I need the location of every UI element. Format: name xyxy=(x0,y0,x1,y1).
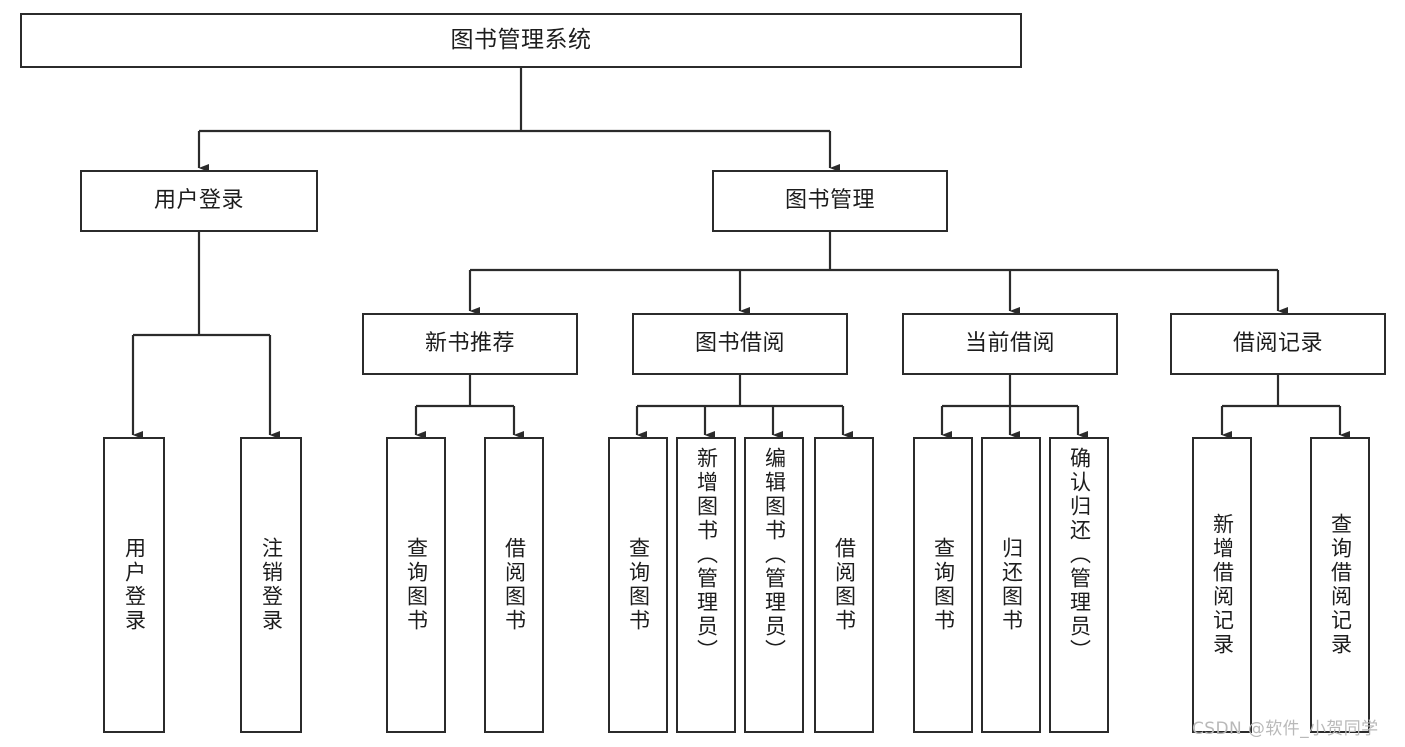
node-leaf-query-book-3[interactable]: 查询图书 xyxy=(913,437,973,733)
node-label: 借阅图书 xyxy=(502,537,527,633)
node-borrow-record[interactable]: 借阅记录 xyxy=(1170,313,1386,375)
node-leaf-logout[interactable]: 注销登录 xyxy=(240,437,302,733)
node-label: 查询借阅记录 xyxy=(1328,513,1353,657)
node-label: 新增借阅记录 xyxy=(1210,513,1235,657)
node-leaf-query-record[interactable]: 查询借阅记录 xyxy=(1310,437,1370,733)
node-label: 查询图书 xyxy=(931,537,956,633)
node-label: 用户登录 xyxy=(122,537,147,633)
node-label: 当前借阅 xyxy=(964,330,1055,356)
node-current-borrow[interactable]: 当前借阅 xyxy=(902,313,1118,375)
node-label: 借阅记录 xyxy=(1232,330,1323,356)
csdn-watermark: CSDN @软件_小贺同学 xyxy=(1192,719,1379,739)
node-label: 归还图书 xyxy=(999,537,1024,633)
node-leaf-user-login[interactable]: 用户登录 xyxy=(103,437,165,733)
node-leaf-borrow-book-2[interactable]: 借阅图书 xyxy=(814,437,874,733)
node-label: 图书借阅 xyxy=(694,330,785,356)
node-leaf-add-record[interactable]: 新增借阅记录 xyxy=(1192,437,1252,733)
node-leaf-add-book[interactable]: 新增图书（管理员） xyxy=(676,437,736,733)
node-leaf-query-book-1[interactable]: 查询图书 xyxy=(386,437,446,733)
node-leaf-borrow-book-1[interactable]: 借阅图书 xyxy=(484,437,544,733)
node-new-book-recommend[interactable]: 新书推荐 xyxy=(362,313,578,375)
node-label: 图书管理系统 xyxy=(450,26,592,53)
node-label: 查询图书 xyxy=(404,537,429,633)
node-label: 注销登录 xyxy=(259,537,284,633)
node-label: 查询图书 xyxy=(626,537,651,633)
node-leaf-edit-book[interactable]: 编辑图书（管理员） xyxy=(744,437,804,733)
node-label: 用户登录 xyxy=(153,187,244,213)
node-label: 新书推荐 xyxy=(424,330,515,356)
node-label: 图书管理 xyxy=(784,187,875,213)
node-label: 借阅图书 xyxy=(832,537,857,633)
node-label: 编辑图书（管理员） xyxy=(762,447,787,663)
node-leaf-confirm-return[interactable]: 确认归还（管理员） xyxy=(1049,437,1109,733)
node-label: 新增图书（管理员） xyxy=(694,447,719,663)
node-label: 确认归还（管理员） xyxy=(1067,447,1092,663)
node-user-login[interactable]: 用户登录 xyxy=(80,170,318,232)
node-book-management-system[interactable]: 图书管理系统 xyxy=(20,13,1022,68)
node-book-management[interactable]: 图书管理 xyxy=(712,170,948,232)
node-leaf-query-book-2[interactable]: 查询图书 xyxy=(608,437,668,733)
node-book-borrow[interactable]: 图书借阅 xyxy=(632,313,848,375)
node-leaf-return-book[interactable]: 归还图书 xyxy=(981,437,1041,733)
